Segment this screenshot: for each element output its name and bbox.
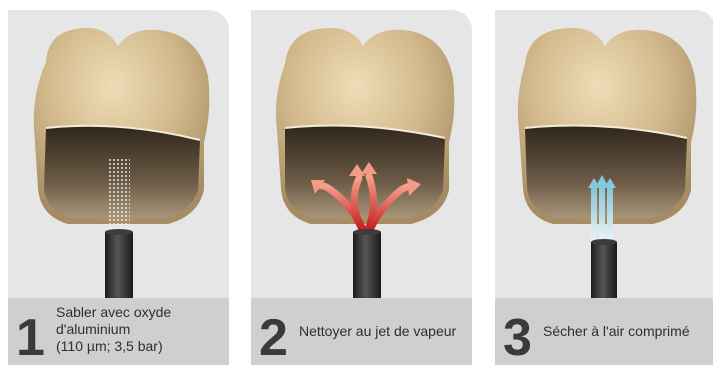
step-2-illustration — [251, 10, 472, 298]
step-1-label: Sabler avec oxyde d'aluminium (110 µm; 3… — [56, 304, 171, 355]
air-arrows — [588, 175, 616, 242]
step-1-panel: 1 Sabler avec oxyde d'aluminium (110 µm;… — [8, 10, 229, 365]
crown-cavity — [525, 126, 687, 218]
step-3-label: Sécher à l'air comprimé — [543, 323, 690, 340]
nozzle-tip — [353, 229, 381, 235]
step-3-panel: 3 Sécher à l'air comprimé — [495, 10, 713, 365]
nozzle — [591, 242, 617, 298]
step-1-illustration — [8, 10, 229, 298]
step-2-caption: 2 Nettoyer au jet de vapeur — [251, 298, 472, 365]
sandblast-stream — [108, 158, 130, 232]
step-2-number: 2 — [259, 312, 288, 364]
step-2-label: Nettoyer au jet de vapeur — [299, 323, 456, 340]
step-3-number: 3 — [503, 312, 532, 364]
nozzle-tip — [591, 239, 617, 245]
step-3-illustration — [495, 10, 713, 298]
step-1-caption: 1 Sabler avec oxyde d'aluminium (110 µm;… — [8, 298, 229, 365]
nozzle-tip — [105, 229, 133, 235]
step-3-caption: 3 Sécher à l'air comprimé — [495, 298, 713, 365]
nozzle — [105, 232, 133, 298]
step-1-number: 1 — [16, 312, 45, 364]
nozzle — [353, 232, 381, 298]
step-2-panel: 2 Nettoyer au jet de vapeur — [251, 10, 472, 365]
